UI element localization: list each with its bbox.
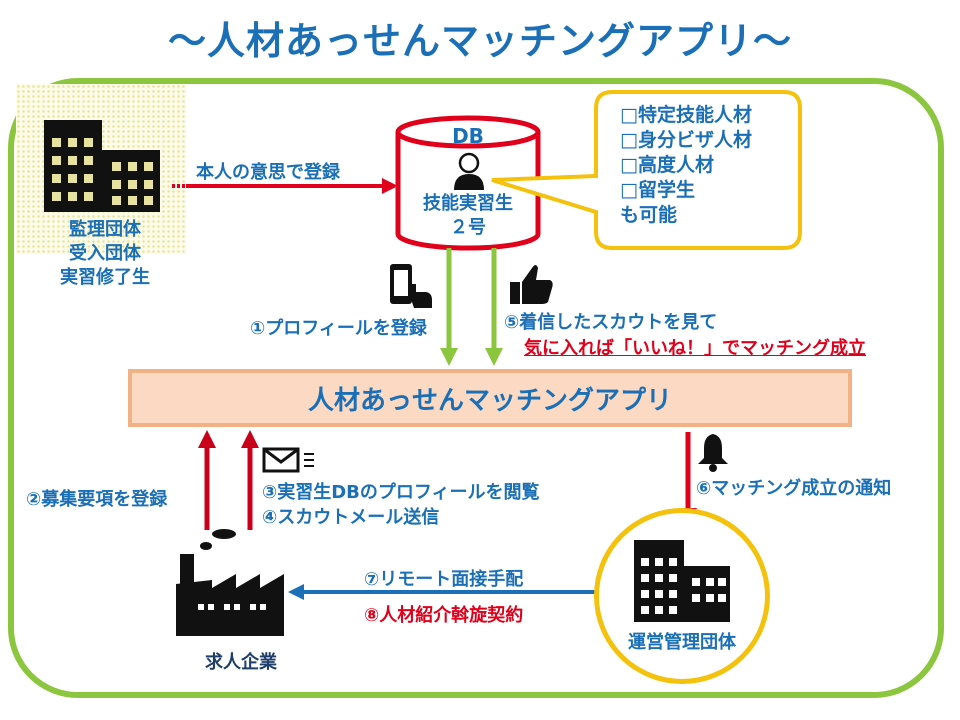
outer-frame [8, 78, 944, 698]
db-line: ２号 [450, 217, 486, 238]
supervisor-line: 監理団体 [69, 219, 141, 240]
db-line: 技能実習生 [423, 193, 513, 214]
callout-line: □高度人材 [620, 154, 714, 176]
callout-text: □特定技能人材 □身分ビザ人材 □高度人材 □留学生 も可能 [620, 103, 752, 228]
supervisor-line: 受入団体 [69, 243, 141, 264]
callout-line: □留学生 [620, 179, 695, 201]
edge-label-step5-line2: 気に入れば「いいね！」でマッチング成立 [524, 338, 866, 359]
edge-label-step1: ①プロフィールを登録 [250, 318, 427, 339]
supervisor-line: 実習修了生 [60, 267, 150, 288]
factory-icon [176, 529, 284, 636]
mail-icon [262, 447, 314, 473]
edge-label-step7: ⑦リモート面接手配 [364, 569, 524, 590]
callout-line: □身分ビザ人材 [620, 129, 752, 151]
company-label: 求人企業 [205, 652, 277, 673]
supervisor-label: 監理団体 受入団体 実習修了生 [20, 218, 190, 290]
app-bar-label: 人材あっせんマッチングアプリ [307, 385, 672, 416]
edge-label-step8: ⑧人材紹介斡旋契約 [364, 605, 524, 626]
building-icon [44, 120, 160, 212]
bell-icon [698, 434, 728, 472]
edge-label-step6: ⑥マッチング成立の通知 [696, 478, 892, 499]
callout-line: □特定技能人材 [620, 104, 752, 126]
edge-label-step4: ④スカウトメール送信 [262, 507, 440, 528]
edge-label-step5-line1: ⑤着信したスカウトを見て [504, 312, 718, 333]
management-label: 運営管理団体 [628, 632, 736, 653]
smartphone-tap-icon [390, 264, 432, 308]
edge-label-step3: ③実習生DBのプロフィールを閲覧 [262, 482, 540, 503]
matching-app-bar: 人材あっせんマッチングアプリ [128, 369, 852, 427]
thumbs-up-icon [510, 265, 553, 304]
edge-label-register-self: 本人の意思で登録 [196, 162, 340, 183]
edge-label-step2: ②募集要項を登録 [26, 489, 168, 510]
person-icon [454, 152, 484, 190]
callout-bubble [491, 90, 802, 250]
db-text: 技能実習生 ２号 [400, 192, 536, 240]
db-label: DB [452, 124, 484, 148]
page-title: ～人材あっせんマッチングアプリ～ [167, 19, 792, 63]
building-icon [634, 540, 730, 622]
callout-line: も可能 [620, 204, 678, 226]
